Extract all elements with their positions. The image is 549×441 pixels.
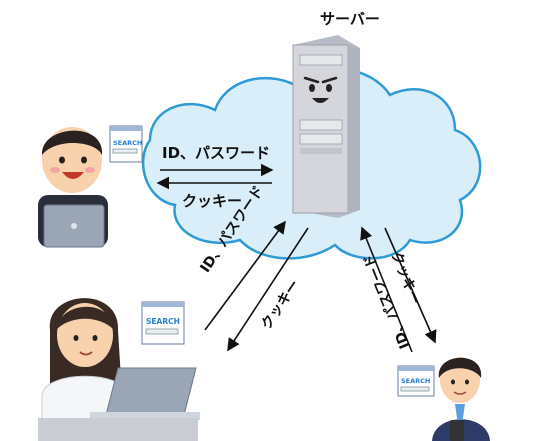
top-response-label: クッキー <box>182 192 243 210</box>
laptop-icon <box>90 367 200 420</box>
browser-search-text: SEARCH <box>113 139 142 147</box>
server-title: サーバー <box>320 10 380 28</box>
browser-window-icon: SEARCH <box>141 301 185 345</box>
user-man-laptop <box>38 127 108 248</box>
top-request-label: ID、パスワード <box>162 144 271 162</box>
browser-search-text: SEARCH <box>146 317 180 326</box>
arrow-right-request <box>360 226 413 353</box>
laptop-icon <box>43 204 105 248</box>
arrow-right-response <box>384 227 437 344</box>
browser-window-icon: SEARCH <box>109 125 143 163</box>
user-woman-laptop <box>38 298 200 441</box>
browser-window-icon: SEARCH <box>397 365 435 397</box>
arrow-left-response <box>227 227 309 352</box>
smartphone-icon <box>450 420 464 441</box>
server-icon <box>292 35 360 218</box>
browser-search-text: SEARCH <box>401 377 430 385</box>
user-man-smartphone <box>432 357 490 441</box>
arrow-left-request <box>204 220 286 331</box>
